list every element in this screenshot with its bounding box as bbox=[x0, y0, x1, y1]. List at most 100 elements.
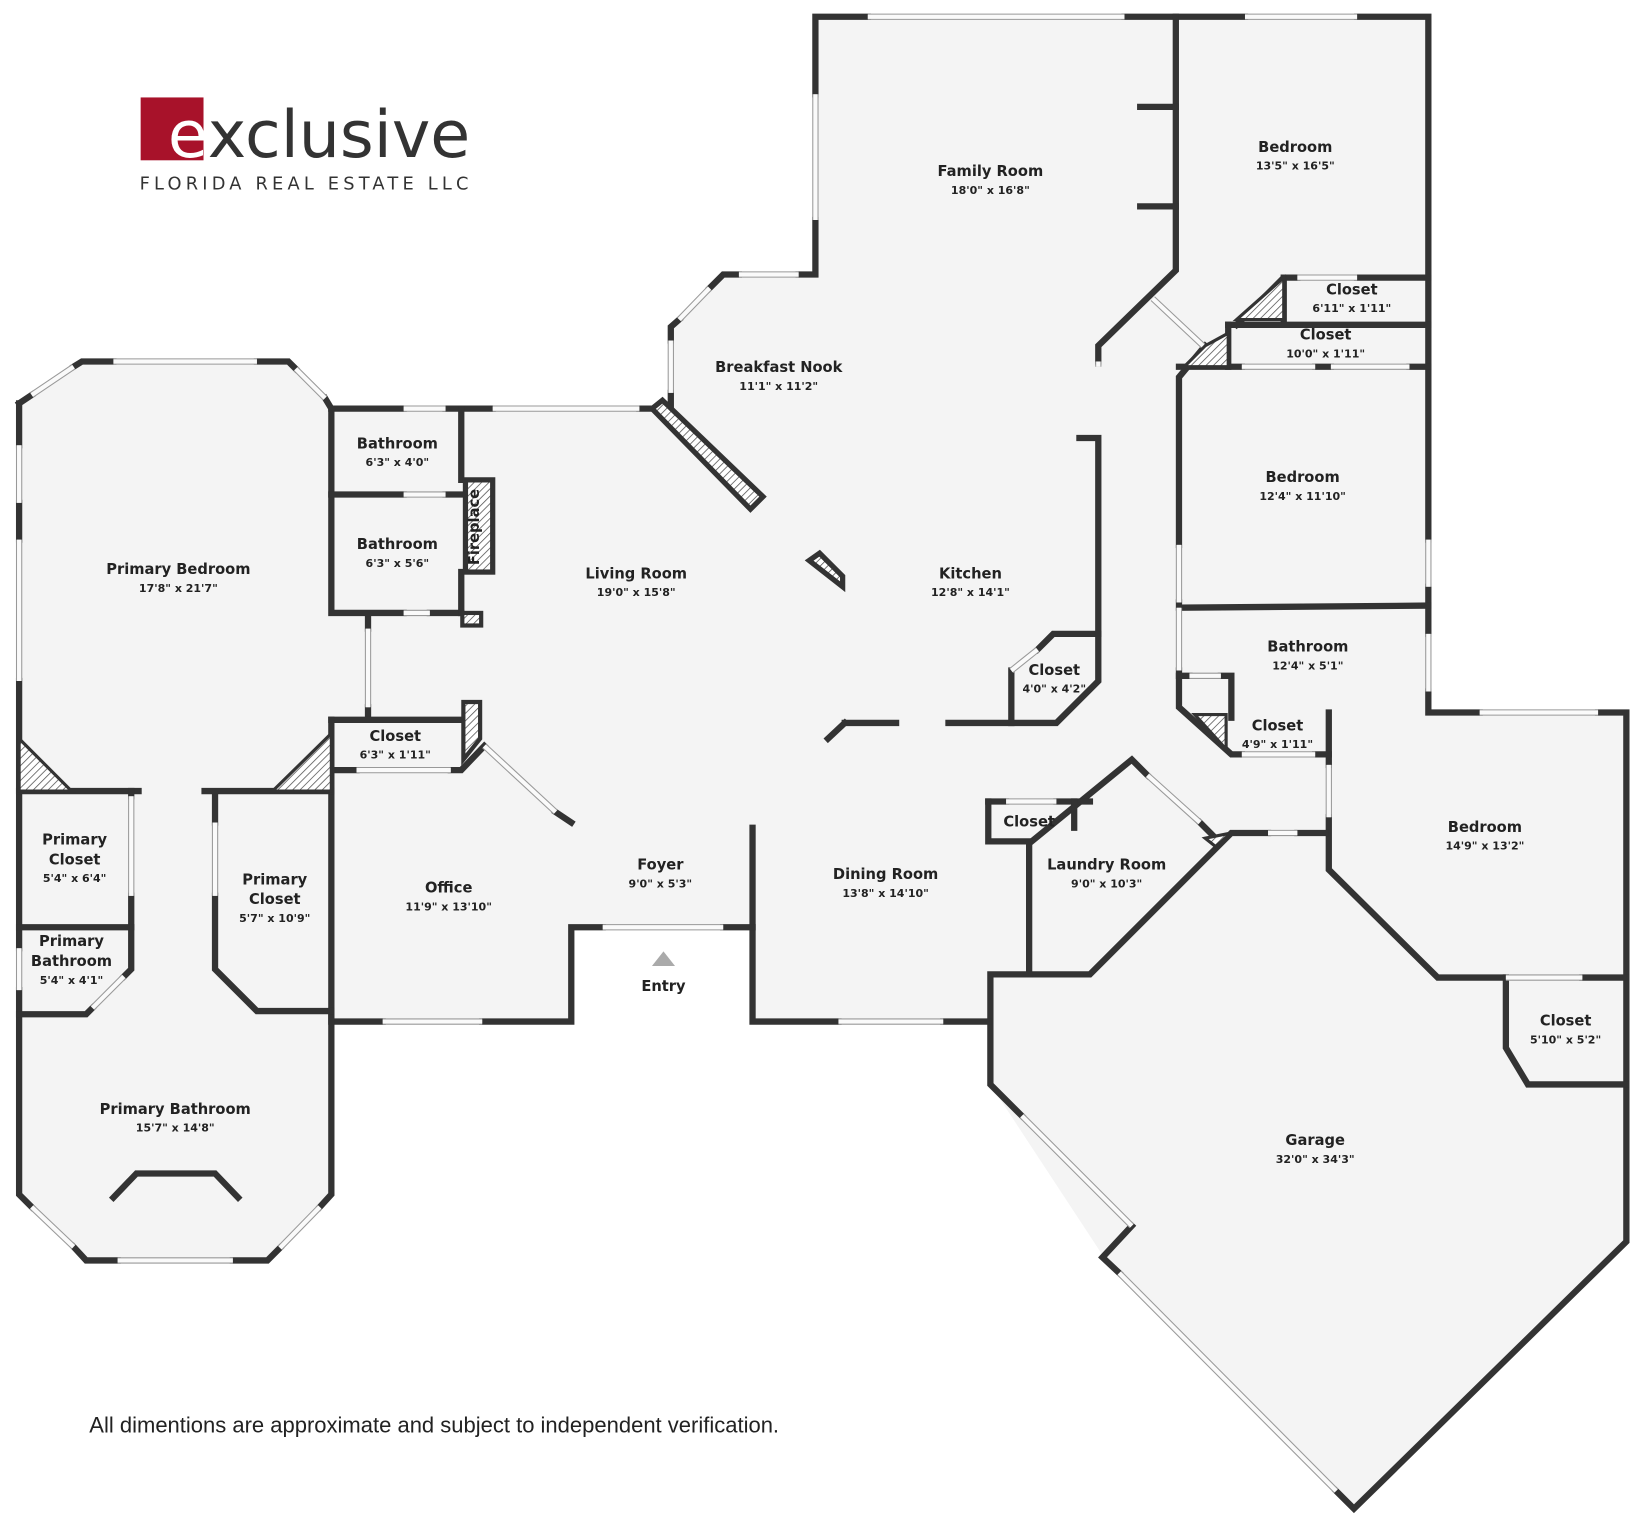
room-name: Closet bbox=[249, 891, 301, 908]
logo-word: xclusive bbox=[208, 98, 471, 173]
room-dimensions: 4'0" x 4'2" bbox=[1023, 683, 1087, 696]
fireplace-label: Fireplace bbox=[466, 489, 483, 565]
wall bbox=[812, 13, 871, 98]
windows bbox=[15, 13, 1599, 1494]
room-dimensions: 5'4" x 6'4" bbox=[43, 872, 107, 885]
entry-label: Entry bbox=[641, 978, 686, 995]
wall bbox=[479, 924, 606, 1025]
wall bbox=[315, 1007, 335, 1212]
window-glass bbox=[1020, 1114, 1134, 1228]
hatched-chase bbox=[1201, 830, 1237, 849]
room-dimensions: 13'5" x 16'5" bbox=[1256, 160, 1335, 173]
room-name: Closet bbox=[1029, 662, 1081, 679]
room-dimensions: 6'11" x 1'11" bbox=[1312, 302, 1391, 315]
wall bbox=[987, 829, 1272, 1121]
window-glass bbox=[294, 367, 327, 400]
room-dimensions: 9'0" x 5'3" bbox=[629, 877, 693, 890]
room-name: Primary Bedroom bbox=[106, 561, 250, 578]
room-label: Closet 5'10" x 5'2" bbox=[1530, 1013, 1601, 1047]
hatched-chase bbox=[268, 729, 333, 793]
room-name: Laundry Room bbox=[1047, 857, 1166, 874]
room-dimensions: 6'3" x 1'11" bbox=[360, 749, 431, 762]
disclaimer-note: All dimentions are approximate and subje… bbox=[89, 1412, 779, 1437]
wall bbox=[253, 358, 301, 374]
window-glass bbox=[677, 286, 712, 322]
wall bbox=[945, 630, 1102, 727]
room-label: Dining Room 13'8" x 14'10" bbox=[833, 866, 938, 900]
room-name: Garage bbox=[1285, 1132, 1345, 1149]
wall bbox=[69, 1242, 121, 1264]
entry-arrow-icon bbox=[651, 951, 676, 967]
wall bbox=[447, 741, 489, 774]
wall bbox=[15, 986, 37, 1212]
wall bbox=[551, 807, 576, 827]
wall bbox=[108, 1170, 243, 1203]
room-dimensions: 12'8" x 14'1" bbox=[931, 586, 1010, 599]
room-dimensions: 11'1" x 11'2" bbox=[739, 380, 818, 393]
room-label: Closet 4'0" x 4'2" bbox=[1023, 662, 1087, 696]
room-dimensions: 19'0" x 15'8" bbox=[597, 586, 676, 599]
room-name: Primary Bathroom bbox=[100, 1101, 251, 1118]
window-glass bbox=[482, 744, 557, 814]
wall bbox=[229, 1243, 285, 1264]
room-name: Closet bbox=[1003, 814, 1055, 831]
room-dimensions: 11'9" x 13'10" bbox=[405, 900, 492, 913]
room-name: Dining Room bbox=[833, 866, 938, 883]
company-logo: e xclusive FLORIDA REAL ESTATE LLC bbox=[140, 97, 473, 195]
room-label: Closet bbox=[1003, 814, 1055, 831]
logo-subtitle: FLORIDA REAL ESTATE LLC bbox=[140, 174, 473, 195]
floor-area bbox=[19, 16, 1627, 1509]
room-dimensions: 14'9" x 13'2" bbox=[1445, 840, 1524, 853]
room-label: Bedroom 13'5" x 16'5" bbox=[1256, 139, 1335, 173]
room-dimensions: 5'4" x 4'1" bbox=[40, 974, 104, 987]
room-name: Primary bbox=[42, 831, 107, 848]
room-name: Closet bbox=[1540, 1013, 1592, 1030]
window-glass bbox=[1151, 297, 1205, 348]
room-dimensions: 32'0" x 34'3" bbox=[1276, 1153, 1355, 1166]
wall bbox=[985, 798, 1033, 845]
room-dimensions: 17'8" x 21'7" bbox=[139, 582, 218, 595]
logo-red-square bbox=[140, 97, 204, 161]
hatched-chase bbox=[1232, 274, 1286, 322]
wall bbox=[1217, 672, 1235, 721]
wall bbox=[1502, 974, 1630, 1088]
room-name: Bedroom bbox=[1258, 139, 1332, 156]
window-glass bbox=[30, 1205, 76, 1249]
room-dimensions: 13'8" x 14'10" bbox=[842, 887, 929, 900]
room-dimensions: 12'4" x 5'1" bbox=[1272, 660, 1343, 673]
window-glass bbox=[90, 975, 126, 1010]
room-dimensions: 5'10" x 5'2" bbox=[1530, 1034, 1601, 1047]
room-name: Closet bbox=[1300, 326, 1352, 343]
window-glass bbox=[30, 364, 75, 397]
window-glass bbox=[1010, 647, 1039, 673]
wall bbox=[15, 1003, 97, 1018]
room-name: Family Room bbox=[938, 163, 1044, 180]
room-name: Closet bbox=[49, 851, 101, 868]
wall bbox=[749, 824, 842, 1025]
chase bbox=[461, 699, 483, 766]
wall bbox=[119, 924, 135, 981]
wall bbox=[328, 405, 407, 617]
wall bbox=[320, 393, 336, 413]
room-dimensions: 9'0" x 10'3" bbox=[1071, 877, 1142, 890]
room-dimensions: 6'3" x 5'6" bbox=[366, 557, 430, 570]
wall bbox=[69, 358, 117, 372]
room-label: Garage 32'0" x 34'3" bbox=[1276, 1132, 1355, 1166]
wall bbox=[823, 718, 850, 744]
hatched-chase bbox=[17, 734, 76, 793]
